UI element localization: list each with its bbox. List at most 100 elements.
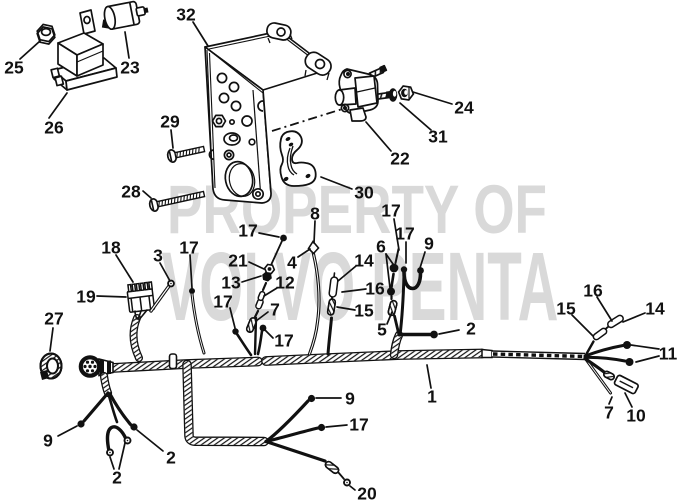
wire-to-20 bbox=[264, 439, 327, 463]
jumper-wire-2 bbox=[105, 425, 128, 453]
callout-28: 28 bbox=[121, 181, 141, 201]
part-24-nut bbox=[397, 85, 415, 101]
callout-24: 24 bbox=[454, 97, 474, 117]
wire-15-top bbox=[333, 272, 336, 278]
leader-line-19 bbox=[189, 254, 193, 289]
terminal-9-bottom bbox=[307, 394, 316, 403]
leader-line-36 bbox=[263, 328, 274, 339]
wire-10-lower bbox=[583, 356, 606, 374]
wire-to-jumper bbox=[107, 394, 119, 424]
assembly-centerline bbox=[271, 105, 353, 132]
left-plug-connector bbox=[78, 355, 114, 378]
part-22-foot bbox=[349, 107, 367, 122]
callout-26: 26 bbox=[44, 117, 64, 137]
callout-6: 6 bbox=[376, 236, 386, 256]
bracket-big-hole bbox=[224, 160, 256, 198]
wire-7-right bbox=[583, 356, 612, 395]
leader-line-46 bbox=[109, 456, 115, 470]
wire-8 bbox=[307, 250, 321, 356]
part-12-lower bbox=[257, 290, 266, 302]
part-31-washer bbox=[388, 88, 398, 102]
callout-17-c: 17 bbox=[238, 220, 257, 240]
callout-29: 29 bbox=[160, 111, 180, 131]
leader-line-43 bbox=[624, 392, 633, 408]
leader-line-18 bbox=[159, 262, 171, 282]
wire-17-chain-right bbox=[256, 329, 264, 356]
leader-line-6 bbox=[412, 91, 453, 105]
callout-22: 22 bbox=[390, 148, 410, 168]
leader-line-8 bbox=[365, 121, 392, 152]
wire-18-a bbox=[134, 310, 138, 320]
wire-18-b bbox=[137, 310, 142, 320]
leader-line-13 bbox=[419, 251, 426, 269]
leader-line-38 bbox=[635, 355, 660, 363]
wire-11-b bbox=[583, 355, 627, 363]
leader-line-20 bbox=[248, 261, 265, 270]
callout-4: 4 bbox=[287, 252, 297, 272]
callout-18: 18 bbox=[101, 237, 121, 257]
callout-13: 13 bbox=[221, 272, 241, 292]
left-branch-stub bbox=[99, 371, 113, 398]
sleeve-20 bbox=[324, 460, 340, 475]
callout-5: 5 bbox=[377, 319, 387, 339]
leader-line-32 bbox=[622, 312, 646, 323]
callout-8: 8 bbox=[310, 203, 320, 223]
leader-line-5 bbox=[142, 190, 152, 199]
callout-9-c: 9 bbox=[43, 430, 53, 450]
callout-9-a: 9 bbox=[424, 233, 434, 253]
callout-17-b: 17 bbox=[395, 223, 414, 243]
callout-31: 31 bbox=[428, 126, 448, 146]
bracket-hex-boss bbox=[211, 114, 236, 128]
wire-to-terminal-2-left bbox=[108, 392, 133, 427]
part-29-screw bbox=[166, 145, 206, 163]
terminal-9-right bbox=[417, 267, 424, 274]
callout-2-b: 2 bbox=[166, 447, 176, 467]
callout-17-f: 17 bbox=[274, 330, 293, 350]
leader-line-30 bbox=[596, 296, 613, 322]
part-8-spade-terminal bbox=[307, 240, 320, 255]
wire-9-loop bbox=[402, 270, 423, 291]
callout-7-b: 7 bbox=[604, 402, 614, 422]
part-27-clamp bbox=[39, 352, 63, 380]
leader-line-3 bbox=[48, 92, 68, 119]
part-22-boss bbox=[334, 87, 357, 106]
callout-7-a: 7 bbox=[270, 299, 280, 319]
leader-line-22 bbox=[337, 265, 357, 282]
part-23-cylinder bbox=[101, 0, 149, 31]
callout-2-a: 2 bbox=[466, 318, 476, 338]
sleeve-10 bbox=[603, 370, 615, 381]
part-5-sleeve bbox=[387, 299, 398, 317]
bracket-lug-right bbox=[304, 51, 332, 81]
leader-line-15 bbox=[385, 253, 391, 289]
callout-15-a: 15 bbox=[354, 300, 374, 320]
wire-18-c bbox=[138, 309, 148, 321]
terminal-11-b bbox=[625, 358, 634, 366]
leader-line-37 bbox=[630, 344, 660, 350]
terminal-17-chain-left bbox=[232, 328, 239, 335]
callout-9-b: 9 bbox=[345, 388, 355, 408]
part-18-connector bbox=[126, 281, 156, 313]
part-21-nut bbox=[263, 263, 276, 275]
terminal-17-right-a bbox=[400, 266, 408, 273]
terminal-17-dot-left bbox=[189, 288, 195, 294]
wire-15-lower bbox=[326, 316, 333, 356]
part-3-rod bbox=[149, 284, 171, 313]
callout-23: 23 bbox=[120, 57, 140, 77]
callout-15-b: 15 bbox=[556, 298, 576, 318]
callout-12: 12 bbox=[275, 272, 295, 292]
wire-chain-mid1 bbox=[253, 309, 260, 319]
wire-6-mid bbox=[390, 272, 395, 289]
ring-terminal-2-a bbox=[123, 436, 132, 445]
wire-19-tube bbox=[129, 314, 143, 362]
leader-line-7 bbox=[399, 102, 432, 131]
leader-line-10 bbox=[313, 220, 316, 244]
trunk-segment-mid bbox=[261, 348, 487, 366]
leader-line-42 bbox=[608, 396, 613, 405]
leader-line-0 bbox=[192, 21, 209, 47]
callout-20: 20 bbox=[357, 483, 377, 503]
leader-line-1 bbox=[19, 40, 41, 60]
sleeve-16-14-center bbox=[328, 276, 339, 298]
callout-16-b: 16 bbox=[583, 280, 603, 300]
